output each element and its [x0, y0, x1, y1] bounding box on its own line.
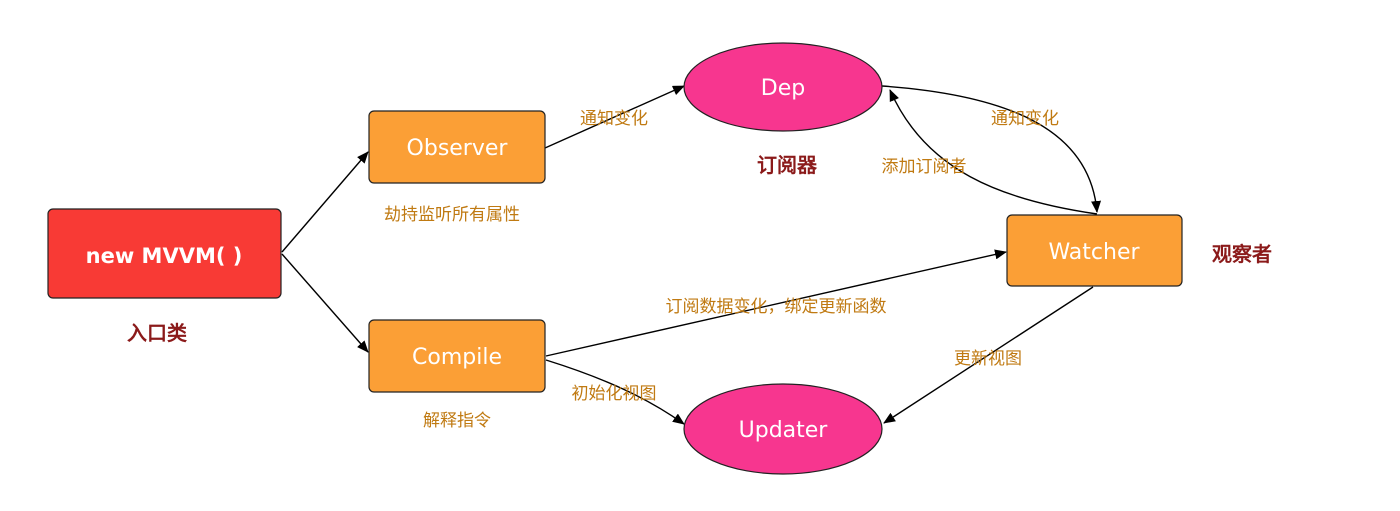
edge-label-watcher-to-dep: 添加订阅者 [882, 157, 967, 177]
edge-mvvm-to-observer [281, 151, 369, 253]
mvvm-label: new MVVM( ) [86, 244, 243, 268]
mvvm-caption: 入口类 [127, 321, 187, 345]
watcher-caption: 观察者 [1212, 242, 1272, 266]
compile-box [368, 319, 546, 393]
edge-label-compile-to-updater: 初始化视图 [572, 384, 657, 404]
watcher-box [1006, 214, 1183, 287]
edge-label-compile-to-watcher: 订阅数据变化，绑定更新函数 [666, 297, 887, 317]
edge-mvvm-to-compile [281, 253, 369, 353]
updater-node[interactable]: Updater [683, 383, 883, 475]
mvvm-box [47, 208, 282, 299]
edge-observer-to-dep [544, 85, 685, 149]
compile-label: Compile [412, 345, 502, 370]
edge-compile-to-watcher [545, 249, 1007, 357]
observer-caption: 劫持监听所有属性 [384, 205, 520, 225]
edge-compile-to-updater [545, 359, 685, 425]
edge-dep-to-watcher [881, 85, 1102, 213]
watcher-node[interactable]: Watcher [1006, 214, 1183, 287]
observer-label: Observer [407, 136, 509, 161]
dep-label: Dep [761, 76, 805, 101]
updater-label: Updater [739, 418, 829, 443]
dep-caption: 订阅器 [757, 153, 818, 177]
dep-ellipse [683, 42, 883, 132]
compile-node[interactable]: Compile [368, 319, 546, 393]
mvvm-node[interactable]: new MVVM( ) [47, 208, 282, 299]
edge-watcher-to-dep [889, 89, 1098, 215]
edge-watcher-to-updater [883, 286, 1094, 424]
edge-label-observer-to-dep: 通知变化 [580, 109, 648, 129]
watcher-label: Watcher [1048, 240, 1140, 265]
observer-node[interactable]: Observer [368, 110, 546, 184]
edge-label-watcher-to-updater: 更新视图 [954, 349, 1022, 369]
observer-box [368, 110, 546, 184]
dep-node[interactable]: Dep [683, 42, 883, 132]
updater-ellipse [683, 383, 883, 475]
compile-caption: 解释指令 [423, 411, 491, 431]
edge-label-dep-to-watcher: 通知变化 [991, 109, 1059, 129]
